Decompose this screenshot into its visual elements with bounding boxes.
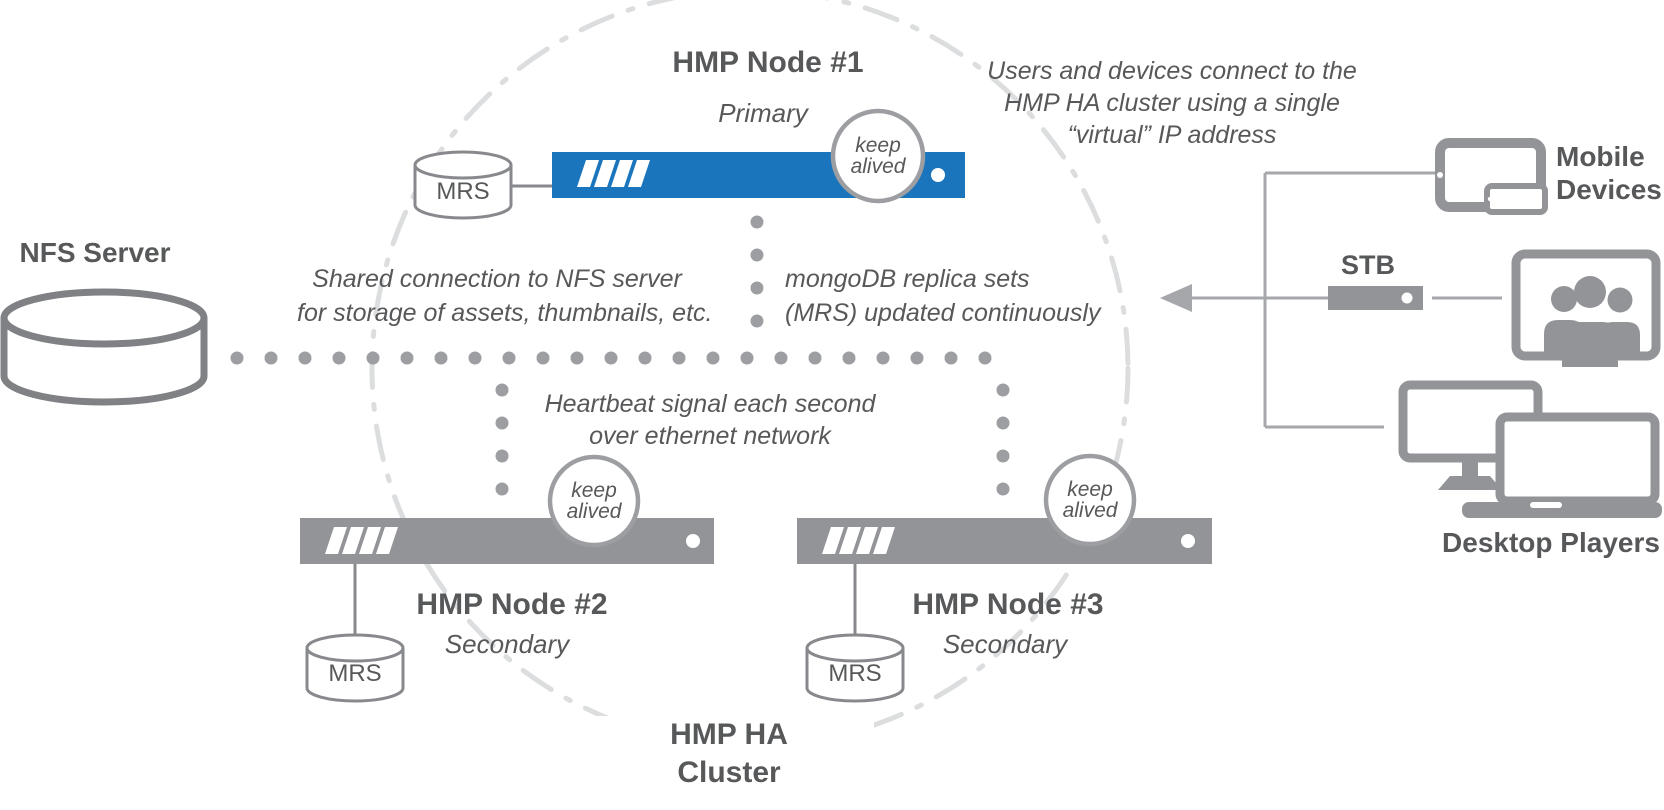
node2-title: HMP Node #2 [416,588,608,621]
mrs-cylinder-node1 [413,150,513,220]
keepalived-line1: keep [1067,478,1113,501]
node3-keepalived-label: keep alived [1040,479,1140,521]
mobile-devices-label: Mobile Devices [1556,140,1662,206]
node1-role: Primary [718,98,808,128]
server-vents-icon [577,160,650,187]
keepalived-circle-node2 [547,454,641,548]
server-vents-icon [822,527,895,554]
keepalived-line2: alived [1062,499,1118,522]
keepalived-line2: alived [566,500,622,523]
cluster-title-line2: Cluster [677,756,781,789]
mongodb-replica-note: mongoDB replica sets (MRS) updated conti… [785,262,1165,330]
note-line: for storage of assets, thumbnails, etc. [297,299,713,327]
server-vents-icon [325,527,398,554]
note-line: mongoDB replica sets [785,265,1030,293]
note-line: over ethernet network [589,422,831,450]
note-line: “virtual” IP address [1067,121,1277,149]
keepalived-circle-node3 [1043,453,1137,547]
node1-title: HMP Node #1 [672,46,864,79]
note-line: HMP HA cluster using a single [1004,89,1340,117]
server-led-icon [931,168,945,182]
virtual-ip-note: Users and devices connect to the HMP HA … [972,55,1372,151]
server-bar-node2 [300,518,714,564]
note-line: Heartbeat signal each second [544,390,876,418]
node1-mrs-label: MRS [436,178,490,205]
node3-role: Secondary [942,629,1068,659]
shared-connection-note: Shared connection to NFS server for stor… [297,262,713,330]
keepalived-line1: keep [571,479,617,502]
node2-role: Secondary [444,629,570,659]
node3-title: HMP Node #3 [912,588,1104,621]
keepalived-circle-node1 [830,108,926,204]
node1-keepalived-label: keep alived [828,135,928,177]
keepalived-line2: alived [850,155,906,178]
mrs-cylinder-node2 [305,633,405,703]
node3-mrs-label: MRS [828,660,882,687]
node2-mrs-label: MRS [328,660,382,687]
label-line: Mobile [1556,141,1645,172]
heartbeat-note: Heartbeat signal each second over ethern… [510,388,910,452]
note-line: Shared connection to NFS server [312,265,682,293]
desktop-players-label: Desktop Players [1442,527,1660,558]
keepalived-line1: keep [855,134,901,157]
server-bar-node3 [797,518,1212,564]
client-connector-lines [1188,171,1502,429]
note-line: Users and devices connect to the [987,57,1357,85]
phone-icon [1484,183,1548,215]
node2-keepalived-label: keep alived [544,480,644,522]
server-led-icon [1181,534,1195,548]
tv-audience-icon [1511,249,1661,367]
server-led-icon [686,534,700,548]
stb-label: STB [1341,250,1395,280]
mrs-cylinder-node3 [805,633,905,703]
stb-icon [1328,286,1423,310]
cluster-title-line1: HMP HA [670,718,788,751]
virtual-ip-arrowhead-icon [1160,284,1192,312]
nfs-server-icon [0,288,208,406]
nfs-server-label: NFS Server [19,237,171,268]
note-line: (MRS) updated continuously [785,299,1101,327]
cluster-title: HMP HA Cluster [584,716,874,792]
laptop-icon [1462,412,1662,518]
label-line: Devices [1556,174,1662,205]
